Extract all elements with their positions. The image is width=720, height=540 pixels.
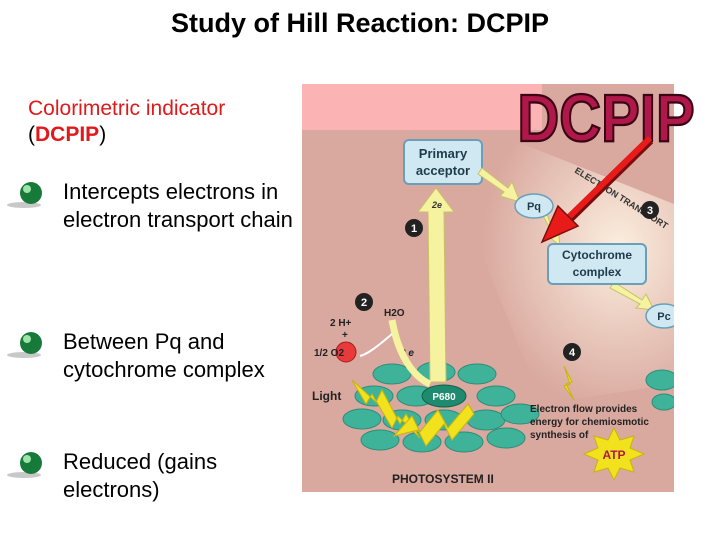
water-electron-arrow [388, 319, 432, 388]
dcpip-wordart-text: DCPIP [518, 81, 695, 156]
paren-close: ) [99, 123, 107, 146]
flow-text-line2: energy for chemiosmotic [530, 417, 649, 428]
cytochrome-to-pc-arrow [609, 281, 655, 311]
cytochrome-line2: complex [573, 265, 622, 279]
light-lightning-icon [351, 379, 421, 439]
bullet-text: Reduced (gains electrons) [63, 449, 218, 502]
two-electron-label-bottom: 2 e [399, 348, 414, 359]
o2-label: 1/2 O2 [314, 348, 344, 359]
step-3-marker: 3 [641, 201, 659, 219]
pq-label: Pq [527, 201, 541, 213]
dcpip-wordart: DCPIP [518, 80, 696, 244]
step-2-number: 2 [361, 297, 367, 309]
cytochrome-line1: Cytochrome [562, 248, 632, 262]
plus-sign: + [342, 330, 348, 341]
pq-node [514, 193, 554, 219]
pc-node [645, 303, 674, 329]
paren-open: ( [28, 123, 35, 146]
red-arrow-shaft [563, 135, 653, 223]
cytochrome-complex-box [547, 243, 647, 285]
acceptor-to-pq-arrow [477, 167, 521, 203]
h2o-label: H2O [384, 308, 405, 319]
p680-label: P680 [432, 392, 456, 403]
indicator-heading: Colorimetric indicator [28, 97, 226, 120]
step-4-number: 4 [569, 347, 576, 359]
electron-up-arrow [417, 187, 455, 383]
p680-reaction-center [421, 384, 467, 408]
indicator-label: Colorimetric indicator (DCPIP) [28, 96, 225, 148]
energy-bolt-icon [563, 365, 575, 401]
indicator-term-line: (DCPIP) [28, 122, 225, 148]
red-arrow-head [540, 204, 580, 244]
oxygen-release-arrow [359, 333, 393, 357]
bullet-text: Between Pq and cytochrome complex [63, 329, 265, 382]
primary-acceptor-line1: Primary [419, 146, 468, 161]
atp-label: ATP [602, 448, 625, 462]
green-sphere-bullet-icon [7, 452, 42, 478]
light-label: Light [312, 389, 341, 403]
primary-acceptor-box [403, 139, 483, 185]
atp-starburst-icon [582, 426, 646, 482]
photosystem-label: PHOTOSYSTEM II [392, 472, 494, 486]
two-electron-label-top: 2e [431, 200, 442, 210]
indicator-term: DCPIP [35, 123, 100, 146]
step-2-marker: 2 [355, 293, 373, 311]
green-sphere-bullet-icon [7, 332, 42, 358]
h-plus-label: 2 H+ [330, 318, 352, 329]
light-zigzag-icon [392, 403, 475, 447]
step-1-number: 1 [411, 223, 417, 235]
slide-title: Study of Hill Reaction: DCPIP [170, 8, 550, 38]
flow-text-line3: synthesis of [530, 430, 589, 441]
green-sphere-bullet-icon [7, 182, 42, 208]
step-3-number: 3 [647, 205, 653, 217]
flow-text-line1: Electron flow provides [530, 404, 638, 415]
pc-label: Pc [657, 311, 670, 323]
oxygen-icon [335, 341, 357, 363]
step-1-marker: 1 [405, 219, 423, 237]
bullet-text: Intercepts electrons in electron transpo… [63, 179, 293, 232]
highlight-banner [302, 84, 542, 130]
primary-acceptor-line2: acceptor [416, 163, 470, 178]
step-4-marker: 4 [563, 343, 581, 361]
